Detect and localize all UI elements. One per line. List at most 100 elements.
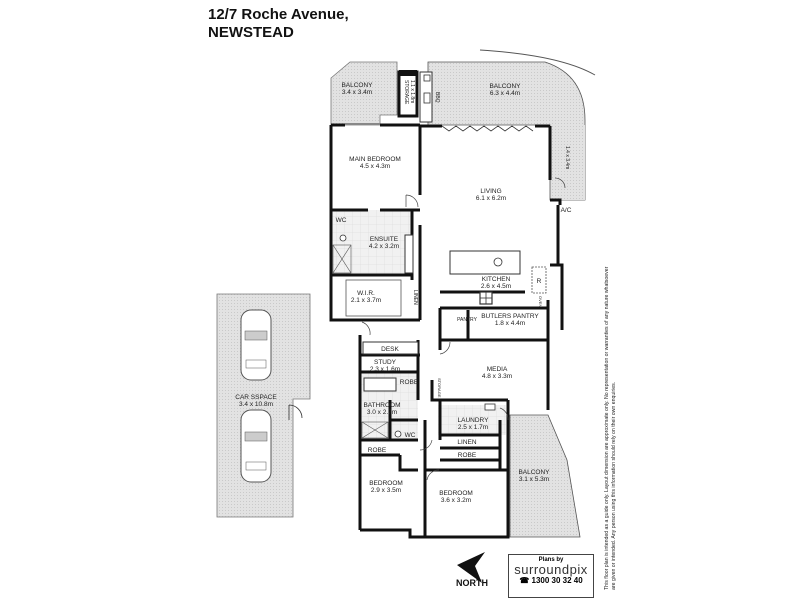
bathtub-ensuite <box>404 234 414 274</box>
svg-text:BALCONY: BALCONY <box>518 469 550 476</box>
svg-text:MAIN BEDROOM: MAIN BEDROOM <box>349 156 401 163</box>
svg-text:KITCHEN: KITCHEN <box>482 276 511 283</box>
butlers-pantry-label: BUTLERS PANTRY <box>481 313 539 320</box>
laundry-tub <box>484 403 496 411</box>
plans-by-label: Plans by <box>538 557 564 563</box>
svg-text:BBQ: BBQ <box>434 92 440 103</box>
svg-text:BEDROOM: BEDROOM <box>439 490 473 497</box>
svg-text:4.2 x 3.2m: 4.2 x 3.2m <box>369 243 399 250</box>
svg-text:LINEN: LINEN <box>412 290 418 305</box>
svg-text:WC: WC <box>336 217 347 224</box>
car-space-label: CAR SSPACE <box>235 394 277 401</box>
pantry-label: PANTRY <box>457 317 477 323</box>
storage-hall-label: STORAGE <box>437 378 442 398</box>
shower-ensuite <box>332 244 352 274</box>
svg-text:PANTRY: PANTRY <box>457 317 477 323</box>
robe-bed3-label: ROBE <box>458 452 477 459</box>
phone-icon: ☎ <box>519 576 532 585</box>
svg-text:DESK: DESK <box>381 346 399 353</box>
svg-text:BEDROOM: BEDROOM <box>369 480 403 487</box>
bedroom2-label: BEDROOM <box>369 480 403 487</box>
oven-label: OVEN <box>538 296 543 307</box>
svg-text:ROBE: ROBE <box>400 379 419 386</box>
wc-ensuite-label: WC <box>336 217 347 224</box>
svg-text:STORAGE: STORAGE <box>437 378 442 398</box>
svg-text:OVEN: OVEN <box>538 296 543 307</box>
svg-text:1.1 x 1.8m: 1.1 x 1.8m <box>409 80 415 103</box>
svg-text:3.4 x 3.4m: 3.4 x 3.4m <box>342 89 372 96</box>
toilet-bathroom <box>394 430 402 438</box>
svg-text:1.8 x 4.4m: 1.8 x 4.4m <box>495 320 525 327</box>
study-label: STUDY <box>374 359 397 366</box>
bbq-label: BBQ <box>434 92 440 103</box>
svg-text:R: R <box>537 278 542 285</box>
svg-text:4.8 x 3.3m: 4.8 x 3.3m <box>482 373 512 380</box>
robe-bed2-label: ROBE <box>368 447 387 454</box>
shower-bathroom <box>361 421 389 439</box>
storage-label: STORAGE <box>403 80 409 105</box>
island-sink <box>493 257 503 267</box>
svg-text:W.I.R.: W.I.R. <box>357 290 375 297</box>
north-label: NORTH <box>456 578 488 588</box>
car-icon <box>240 409 272 483</box>
kitchen-label: KITCHEN <box>482 276 511 283</box>
svg-text:CAR SSPACE: CAR SSPACE <box>235 394 277 401</box>
wc-bath-label: WC <box>405 432 416 439</box>
balcony-right-area <box>509 414 581 538</box>
main-bedroom-label: MAIN BEDROOM <box>349 156 401 163</box>
wir-storage <box>345 279 402 317</box>
svg-text:ROBE: ROBE <box>458 452 477 459</box>
robe-study-label: ROBE <box>400 379 419 386</box>
balcony-right-label: BALCONY <box>518 469 550 476</box>
disclaimer-text: This floor plan is intended as a guide o… <box>604 266 617 590</box>
linen-hall-label: LINEN <box>457 439 476 446</box>
toilet-ensuite <box>339 234 347 242</box>
folding-door <box>441 125 534 132</box>
svg-text:BATHROOM: BATHROOM <box>363 402 400 409</box>
door-swings <box>361 177 566 481</box>
svg-text:3.6 x 3.2m: 3.6 x 3.2m <box>441 497 471 504</box>
svg-text:2.1 x 3.7m: 2.1 x 3.7m <box>351 297 381 304</box>
svg-text:1.4 x 3.4m: 1.4 x 3.4m <box>564 146 570 169</box>
svg-text:STORAGE: STORAGE <box>403 80 409 105</box>
svg-text:LIVING: LIVING <box>480 188 501 195</box>
svg-text:A/C: A/C <box>561 207 572 214</box>
walls <box>329 123 564 539</box>
svg-text:ROBE: ROBE <box>368 447 387 454</box>
kitchen-island <box>449 250 521 275</box>
svg-text:WC: WC <box>405 432 416 439</box>
svg-text:BALCONY: BALCONY <box>489 83 521 90</box>
svg-text:3.1 x 5.3m: 3.1 x 5.3m <box>519 476 549 483</box>
linen-ensuite-label: LINEN <box>412 290 418 305</box>
balcony-top-label: BALCONY <box>489 83 521 90</box>
brand-name: surroundpix <box>514 562 588 577</box>
svg-text:2.6 x 4.5m: 2.6 x 4.5m <box>481 283 511 290</box>
car-icon <box>240 309 272 381</box>
media-label: MEDIA <box>487 366 508 373</box>
svg-text:2.5 x 1.7m: 2.5 x 1.7m <box>458 424 488 431</box>
svg-text:4.5 x 4.3m: 4.5 x 4.3m <box>360 163 390 170</box>
car-space-area <box>216 293 311 518</box>
laundry-label: LAUNDRY <box>458 417 490 424</box>
ac-label: A/C <box>561 207 572 214</box>
fridge-label: R <box>537 278 542 285</box>
address-line-street: 12/7 Roche Avenue, <box>208 6 349 23</box>
svg-text:LINEN: LINEN <box>457 439 476 446</box>
address-line-suburb: NEWSTEAD <box>208 24 294 41</box>
north-arrow-icon <box>457 552 485 583</box>
fridge-space <box>531 266 547 294</box>
desk-surface <box>362 341 419 355</box>
balcony-side-size: 1.4 x 3.4m <box>564 146 570 169</box>
svg-text:3.4 x 10.8m: 3.4 x 10.8m <box>239 401 273 408</box>
svg-text:ENSUITE: ENSUITE <box>370 236 399 243</box>
svg-text:2.9 x 3.5m: 2.9 x 3.5m <box>371 487 401 494</box>
svg-text:2.3 x 1.6m: 2.3 x 1.6m <box>370 366 400 373</box>
svg-text:6.3 x 4.4m: 6.3 x 4.4m <box>490 90 520 97</box>
bathroom-label: BATHROOM <box>363 402 400 409</box>
desk-label: DESK <box>381 346 399 353</box>
svg-text:LAUNDRY: LAUNDRY <box>458 417 490 424</box>
svg-text:3.0 x 2.7m: 3.0 x 2.7m <box>367 409 397 416</box>
phone-number: ☎ 1300 30 32 40 <box>519 576 583 585</box>
property-address: 12/7 Roche Avenue, NEWSTEAD <box>208 6 349 42</box>
